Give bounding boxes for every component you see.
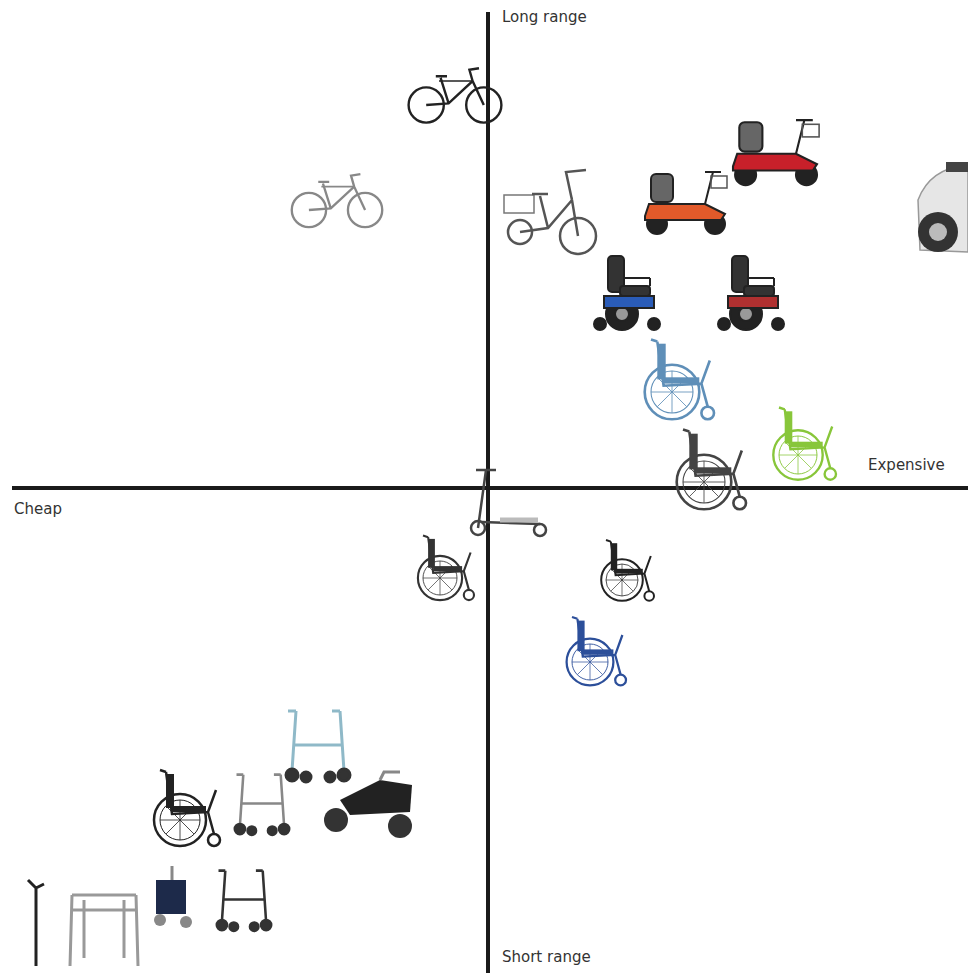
horizontal-axis	[12, 486, 968, 490]
lightweight-wheelchair	[601, 540, 654, 601]
vertical-axis	[486, 12, 490, 973]
folding-scooter	[471, 470, 546, 536]
rollator	[235, 775, 289, 835]
axis-label-right: Expensive	[868, 456, 945, 474]
child-wheelchair	[567, 617, 626, 685]
axis-label-bottom: Short range	[502, 948, 591, 966]
power-wheelchair	[718, 256, 784, 330]
active-wheelchair	[773, 408, 836, 480]
axis-label-top: Long range	[502, 8, 587, 26]
outdoor-rollator	[324, 772, 412, 838]
transit-wheelchair	[418, 536, 474, 601]
rollator	[286, 711, 350, 782]
tricycle	[504, 170, 596, 254]
electric-vehicle	[918, 162, 968, 252]
power-wheelchair	[594, 256, 660, 330]
manual-wheelchair	[677, 430, 746, 510]
standard-wheelchair	[154, 770, 220, 846]
city-bike	[292, 174, 382, 227]
walking-cane	[28, 880, 44, 966]
power-assist-wheelchair	[645, 340, 714, 420]
mobility-scooter	[645, 172, 727, 234]
shopping-trolley	[154, 866, 192, 928]
e-bike	[409, 68, 502, 122]
rollator	[217, 871, 271, 931]
mobility-scooter	[733, 120, 819, 185]
walking-frame	[70, 895, 138, 966]
axis-label-left: Cheap	[14, 500, 62, 518]
